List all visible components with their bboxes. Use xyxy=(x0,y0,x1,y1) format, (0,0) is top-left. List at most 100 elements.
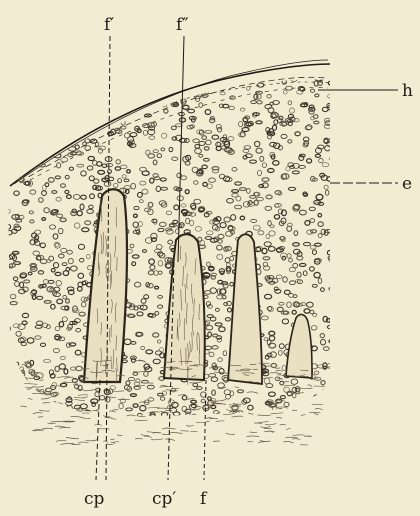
epidermal-cell xyxy=(58,141,62,144)
epidermal-cell xyxy=(266,234,270,238)
epidermal-cell xyxy=(22,164,28,168)
epidermal-cell xyxy=(75,350,81,355)
epidermal-cell xyxy=(237,80,241,83)
epidermal-cell xyxy=(295,132,300,136)
epidermal-cell xyxy=(118,179,122,183)
epidermal-cell xyxy=(80,204,84,210)
epidermal-cell xyxy=(35,397,41,401)
epidermal-cell xyxy=(205,131,212,134)
epidermal-cell xyxy=(211,405,216,408)
epidermal-cell xyxy=(143,130,147,135)
epidermal-cell xyxy=(314,121,319,124)
epidermal-cell xyxy=(215,308,219,311)
epidermal-cell xyxy=(181,176,187,180)
epidermal-cell xyxy=(53,348,59,352)
epidermal-cell xyxy=(95,392,99,397)
epidermal-cell xyxy=(105,108,109,111)
epidermal-cell xyxy=(292,310,296,314)
epidermal-cell xyxy=(199,141,205,145)
epidermal-cell xyxy=(31,103,35,107)
epidermal-cell xyxy=(99,107,105,112)
epidermal-cell xyxy=(195,227,201,232)
epidermal-cell xyxy=(59,129,63,135)
epidermal-cell xyxy=(43,139,48,142)
epidermal-cell xyxy=(42,103,47,108)
epidermal-cell xyxy=(156,84,162,89)
epidermal-cell xyxy=(266,384,273,388)
epidermal-cell xyxy=(43,145,48,150)
dermal-fibre xyxy=(39,410,49,411)
epidermal-cell xyxy=(12,89,18,94)
epidermal-cell xyxy=(276,399,282,403)
epidermal-cell xyxy=(262,178,269,182)
epidermal-cell xyxy=(67,195,72,199)
epidermal-cell xyxy=(287,226,292,231)
epidermal-cell xyxy=(35,241,40,246)
dermal-fibre xyxy=(28,399,32,400)
epidermal-cell xyxy=(304,309,310,313)
epidermal-cell xyxy=(329,287,334,290)
epidermal-cell xyxy=(264,338,268,341)
epidermal-cell xyxy=(24,280,30,283)
epidermal-cell xyxy=(78,273,84,278)
dermal-fibre xyxy=(64,382,74,383)
epidermal-cell xyxy=(79,312,85,316)
label-h: h xyxy=(402,81,413,101)
dermal-fibre xyxy=(103,441,107,443)
epidermal-cell xyxy=(268,306,274,311)
dermal-fibre xyxy=(214,372,228,373)
epidermal-cell xyxy=(41,127,48,131)
epidermal-cell xyxy=(321,381,325,385)
epidermal-cell xyxy=(315,154,320,157)
epidermal-cell xyxy=(73,125,80,130)
epidermal-cell xyxy=(55,272,61,275)
epidermal-cell xyxy=(256,121,262,124)
epidermal-cell xyxy=(137,312,143,316)
epidermal-cell xyxy=(303,271,307,276)
epidermal-cell xyxy=(82,281,86,285)
epidermal-cell xyxy=(11,70,18,73)
epidermal-cell xyxy=(142,189,148,194)
epidermal-cell xyxy=(179,118,185,122)
epidermal-cell xyxy=(328,401,332,404)
epidermal-cell xyxy=(69,167,73,170)
epidermal-cell xyxy=(207,184,212,189)
epidermal-cell xyxy=(157,340,161,343)
epidermal-cell xyxy=(61,248,67,252)
epidermal-cell xyxy=(172,157,178,160)
epidermal-cell xyxy=(156,69,160,72)
epidermal-cell xyxy=(34,158,40,163)
epidermal-cell xyxy=(159,348,163,352)
epidermal-cell xyxy=(61,119,66,124)
epidermal-cell xyxy=(199,130,204,135)
epidermal-cell xyxy=(29,165,36,168)
epidermal-cell xyxy=(177,196,183,201)
epidermal-cell xyxy=(162,103,167,107)
dermal-fibre xyxy=(293,435,306,436)
epidermal-cell xyxy=(81,195,87,199)
epidermal-cell xyxy=(328,256,333,259)
epidermal-cell xyxy=(122,175,126,178)
epidermal-cell xyxy=(232,190,239,193)
epidermal-cell xyxy=(228,308,232,312)
epidermal-cell xyxy=(228,137,234,141)
epidermal-cell xyxy=(9,113,15,117)
epidermal-cell xyxy=(38,417,45,422)
epidermal-cell xyxy=(35,326,42,329)
epidermal-cell xyxy=(173,220,178,223)
epidermal-cell xyxy=(49,225,55,229)
epidermal-cell xyxy=(86,254,90,258)
epidermal-cell xyxy=(126,381,130,385)
dermal-fibre xyxy=(187,399,194,400)
epidermal-cell xyxy=(138,192,143,197)
epidermal-cell xyxy=(157,244,163,249)
epidermal-cell xyxy=(183,105,189,109)
epidermal-cell xyxy=(199,103,203,108)
epidermal-cell xyxy=(42,97,49,102)
epidermal-cell xyxy=(48,178,54,183)
epidermal-cell xyxy=(249,417,255,423)
epidermal-cell xyxy=(113,80,120,84)
epidermal-cell xyxy=(130,133,137,137)
epidermal-cell xyxy=(87,103,92,107)
